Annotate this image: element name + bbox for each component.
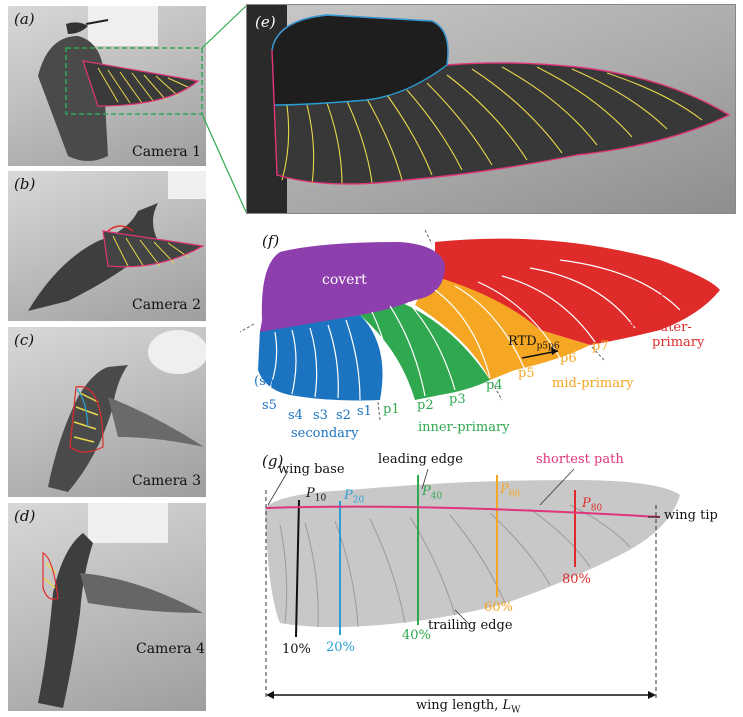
point-label-p20: P20	[344, 488, 364, 506]
percent-label-20: 20%	[326, 640, 355, 655]
percent-label-10: 10%	[282, 642, 311, 657]
feather-label-s5: s5	[262, 398, 277, 413]
wing-base-label: wing base	[278, 462, 345, 477]
percent-label-80: 80%	[562, 572, 591, 587]
wing-closeup	[247, 5, 735, 213]
feather-label-p8: p8	[626, 318, 643, 333]
group-label-secondary: secondary	[291, 426, 358, 441]
percent-label-60: 60%	[484, 600, 513, 615]
trailing-edge-label: trailing edge	[428, 618, 513, 633]
feather-label-p9: p9	[646, 300, 663, 315]
point-label-p80: P80	[582, 496, 602, 514]
covert-label: covert	[322, 272, 367, 288]
rtd-label: RTDp5p6	[508, 334, 560, 352]
feather-label-p7: p7	[592, 339, 609, 354]
group-label-mid-primary: mid-primary	[552, 376, 634, 391]
wing-silhouette	[265, 480, 680, 627]
wing-tip-label: wing tip	[664, 508, 718, 523]
point-label-p60: P60	[500, 482, 520, 500]
feather-label-s4: s4	[288, 408, 303, 423]
feather-label-p3: p3	[449, 392, 466, 407]
group-label-outer-primary: outer-primary	[652, 320, 743, 350]
panel-e-label: (e)	[255, 13, 276, 31]
feather-label-p10: p10	[660, 282, 685, 297]
point-label-p40: P40	[422, 484, 442, 502]
shortest-path-label: shortest path	[536, 452, 624, 467]
feather-label-p1: p1	[383, 402, 400, 417]
feather-label-s6: (s6)	[254, 374, 279, 389]
feather-label-p4: p4	[486, 378, 503, 393]
feather-label-p6: p6	[560, 351, 577, 366]
panel-f-label: (f)	[262, 232, 279, 250]
percent-label-40: 40%	[402, 628, 431, 643]
wing-length-label: wing length, LW	[416, 698, 520, 716]
leading-edge-label: leading edge	[378, 452, 463, 467]
panel-e-photo: (e)	[246, 4, 736, 214]
feather-label-p2: p2	[417, 398, 434, 413]
feather-label-s2: s2	[336, 408, 351, 423]
group-label-inner-primary: inner-primary	[418, 420, 510, 435]
feather-label-p5: p5	[518, 366, 535, 381]
feather-label-s1: s1	[357, 404, 372, 419]
feather-label-s3: s3	[313, 408, 328, 423]
point-label-p10: P10	[306, 486, 326, 504]
